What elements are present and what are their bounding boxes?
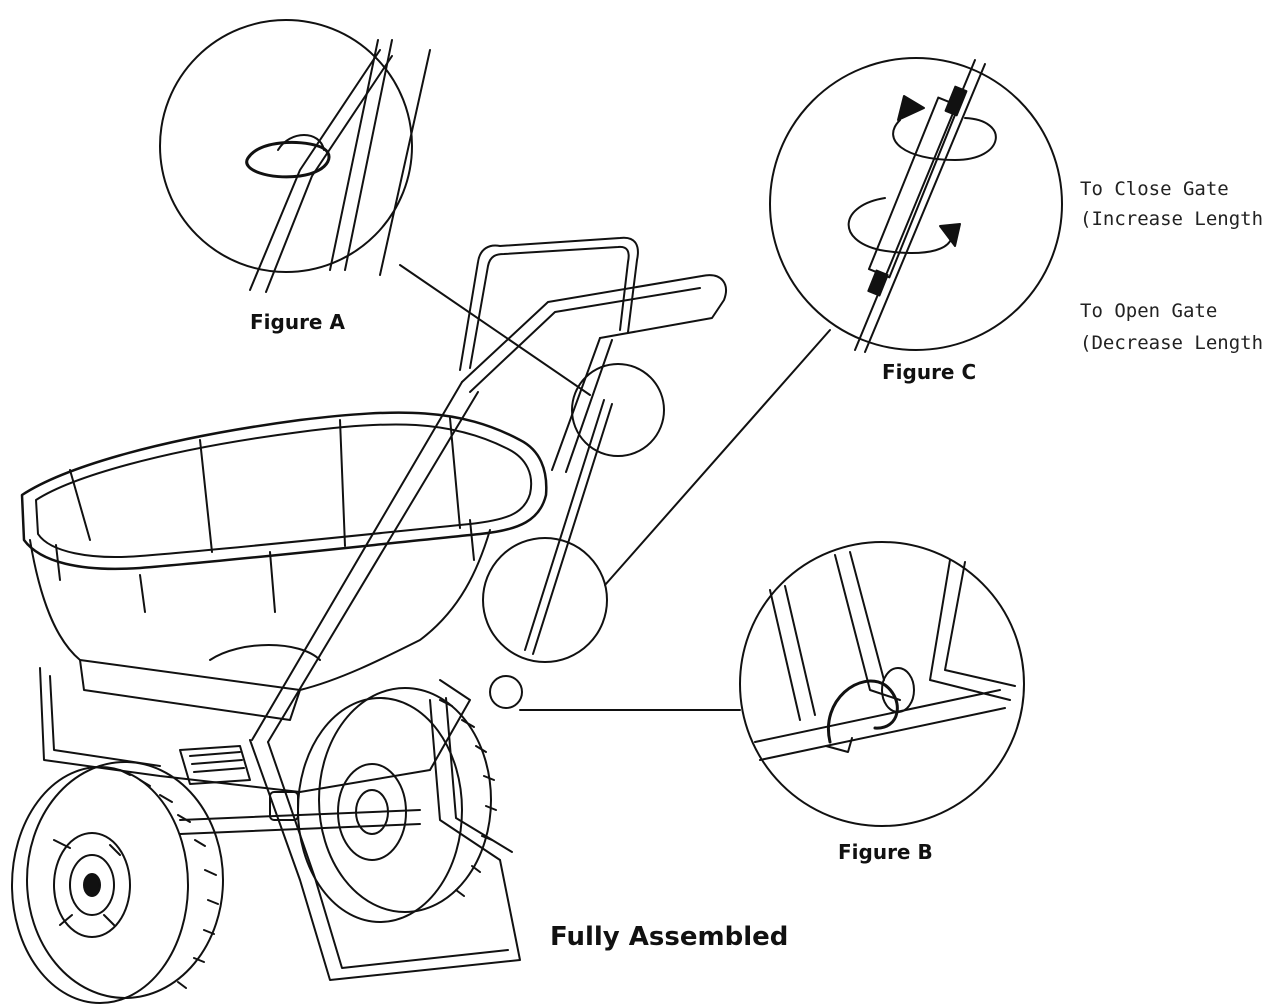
figure-a-rod [330,40,378,270]
handle-bar [462,275,726,382]
handle-loop [460,238,638,370]
figure-a-label: Figure A [250,310,345,334]
hopper-body [30,530,490,690]
close-gate-label: To Close Gate [1080,178,1229,200]
figure-c-rotation-arrow-top [893,118,996,160]
figure-b-callout-circle [490,676,522,708]
base-deck [40,668,470,792]
figure-a-circle [160,20,412,272]
fully-assembled-label: Fully Assembled [550,922,789,952]
close-gate-detail: (Increase Length) [1080,208,1262,230]
figure-c-detail [770,58,1062,352]
figure-c-circle [770,58,1062,350]
figure-b-circle [740,542,1024,826]
open-gate-label: To Open Gate [1080,300,1218,322]
figure-c-leader [605,330,830,585]
figure-a-detail [160,20,430,292]
left-wheel [12,762,223,1003]
figure-c-callout-circle [483,538,607,662]
handle-tube-left [252,382,462,740]
frame-leg [250,740,520,980]
figure-a-leader [400,265,590,395]
figure-a-hook [247,142,329,176]
open-gate-detail: (Decrease Length) [1080,332,1262,354]
figure-b-bracket [882,668,914,712]
axle [180,810,420,820]
hopper-rim [22,413,546,569]
spreader-drawing [12,238,726,1003]
figure-c-label: Figure C [882,360,977,384]
figure-b-detail [740,542,1024,826]
right-wheel [298,688,496,922]
figure-c-rotation-arrow-bottom [849,198,952,253]
figure-a-callout-circle [572,364,664,456]
figure-b-label: Figure B [838,840,933,864]
